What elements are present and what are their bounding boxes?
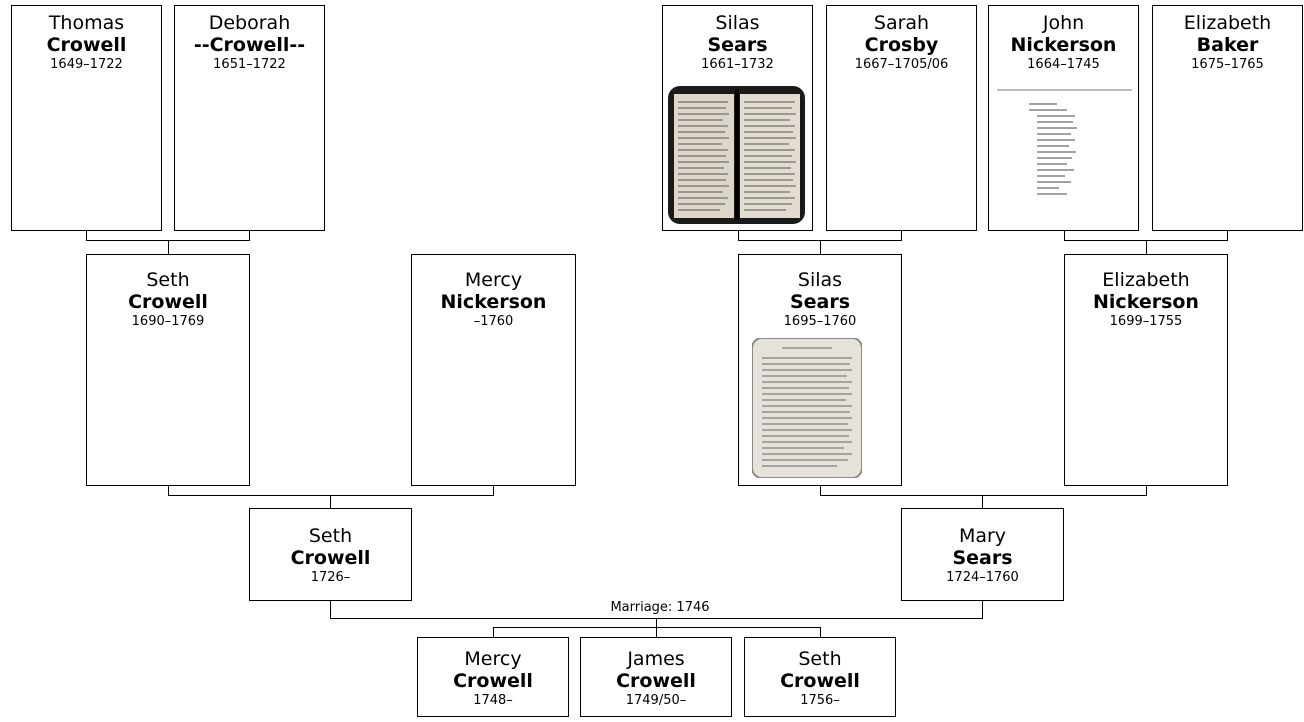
connector — [168, 240, 169, 254]
person-box-seth-crowell-1756[interactable]: Seth Crowell 1756– — [744, 637, 896, 717]
connector — [656, 618, 657, 627]
surname: Crowell — [128, 291, 208, 313]
person-box-deborah-crowell[interactable]: Deborah --Crowell-- 1651–1722 — [174, 5, 325, 231]
surname: Sears — [789, 291, 851, 313]
connector — [249, 230, 250, 240]
given-name: Seth — [798, 648, 842, 670]
person-box-mary-sears[interactable]: Mary Sears 1724–1760 — [901, 508, 1064, 601]
given-name: Silas — [715, 12, 760, 34]
person-box-elizabeth-nickerson[interactable]: Elizabeth Nickerson 1699–1755 — [1064, 254, 1228, 486]
life-dates: 1649–1722 — [50, 57, 123, 72]
connector — [493, 627, 821, 628]
person-box-seth-crowell-1726[interactable]: Seth Crowell 1726– — [249, 508, 412, 601]
life-dates: 1661–1732 — [701, 57, 774, 72]
connector — [982, 495, 983, 508]
person-box-seth-crowell-1690[interactable]: Seth Crowell 1690–1769 — [86, 254, 250, 486]
life-dates: 1667–1705/06 — [854, 57, 949, 72]
connector — [820, 495, 1147, 496]
given-name: James — [627, 648, 685, 670]
connector — [820, 627, 821, 637]
document-scan-image[interactable] — [668, 86, 805, 224]
person-box-silas-sears-sr[interactable]: Silas Sears 1661–1732 — [662, 5, 813, 231]
life-dates: 1695–1760 — [783, 314, 857, 329]
connector — [493, 627, 494, 637]
person-box-mercy-crowell[interactable]: Mercy Crowell 1748– — [417, 637, 569, 717]
surname: Crowell — [290, 547, 371, 569]
given-name: Silas — [797, 269, 843, 291]
surname: Crowell — [616, 670, 696, 692]
given-name: Elizabeth — [1102, 269, 1190, 291]
given-name: Mercy — [464, 648, 522, 670]
connector — [982, 600, 983, 618]
given-name: Thomas — [48, 12, 125, 34]
connector — [820, 485, 821, 495]
person-box-james-crowell[interactable]: James Crowell 1749/50– — [580, 637, 732, 717]
surname: Sears — [707, 34, 768, 56]
given-name: Seth — [308, 525, 353, 547]
given-name: Mercy — [464, 269, 523, 291]
surname: Nickerson — [1093, 291, 1199, 313]
connector — [330, 495, 331, 508]
person-box-thomas-crowell[interactable]: Thomas Crowell 1649–1722 — [11, 5, 162, 231]
given-name: Elizabeth — [1183, 12, 1272, 34]
life-dates: 1675–1765 — [1191, 57, 1264, 72]
life-dates: 1651–1722 — [213, 57, 286, 72]
connector — [738, 230, 739, 240]
surname: Crowell — [780, 670, 860, 692]
given-name: John — [1042, 12, 1085, 34]
document-scan-image[interactable] — [997, 86, 1132, 216]
given-name: Sarah — [873, 12, 930, 34]
connector — [1227, 230, 1228, 240]
connector — [1064, 230, 1065, 240]
life-dates: –1760 — [473, 314, 514, 329]
life-dates: 1756– — [800, 693, 840, 708]
connector — [1146, 240, 1147, 254]
connector — [330, 600, 331, 618]
given-name: Seth — [146, 269, 190, 291]
surname: Crowell — [46, 34, 127, 56]
person-box-silas-sears-1695[interactable]: Silas Sears 1695–1760 — [738, 254, 902, 486]
surname: Sears — [952, 547, 1013, 569]
marriage-label: Marriage: 1746 — [610, 600, 710, 615]
surname: --Crowell-- — [193, 34, 306, 56]
given-name: Deborah — [208, 12, 291, 34]
connector — [168, 495, 494, 496]
surname: Crosby — [864, 34, 939, 56]
surname: Crowell — [453, 670, 533, 692]
person-box-mercy-nickerson[interactable]: Mercy Nickerson –1760 — [411, 254, 576, 486]
life-dates: 1664–1745 — [1027, 57, 1100, 72]
connector — [656, 627, 657, 637]
given-name: Mary — [958, 525, 1007, 547]
connector — [820, 240, 821, 254]
life-dates: 1724–1760 — [946, 570, 1019, 585]
surname: Nickerson — [440, 291, 547, 313]
life-dates: 1726– — [310, 570, 351, 585]
connector — [86, 230, 87, 240]
connector — [493, 485, 494, 495]
life-dates: 1749/50– — [625, 693, 687, 708]
life-dates: 1699–1755 — [1109, 314, 1183, 329]
life-dates: 1690–1769 — [131, 314, 205, 329]
surname: Nickerson — [1010, 34, 1117, 56]
connector — [168, 485, 169, 495]
life-dates: 1748– — [473, 693, 513, 708]
person-box-john-nickerson[interactable]: John Nickerson 1664–1745 — [988, 5, 1139, 231]
document-scan-image[interactable] — [752, 338, 862, 478]
surname: Baker — [1196, 34, 1259, 56]
connector — [1146, 485, 1147, 495]
connector — [901, 230, 902, 240]
person-box-sarah-crosby[interactable]: Sarah Crosby 1667–1705/06 — [826, 5, 977, 231]
person-box-elizabeth-baker[interactable]: Elizabeth Baker 1675–1765 — [1152, 5, 1303, 231]
